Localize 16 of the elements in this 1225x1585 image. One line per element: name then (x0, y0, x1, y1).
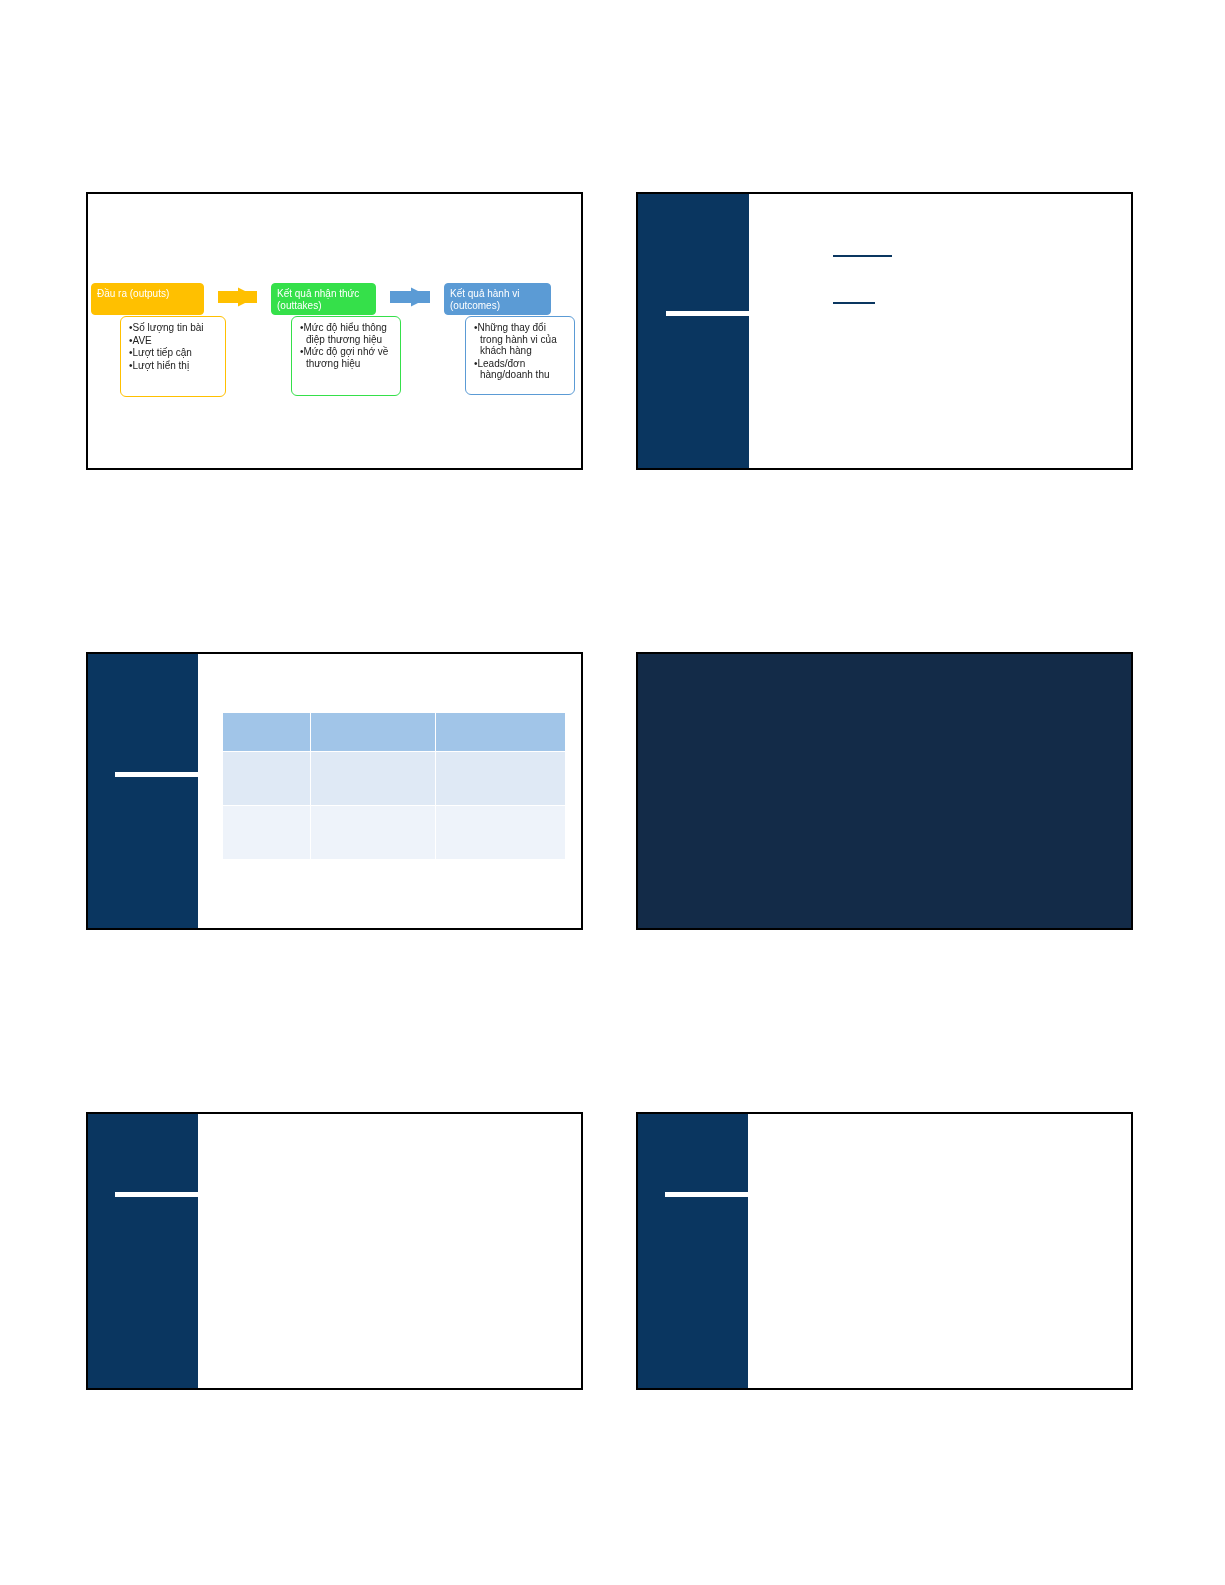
list-box (465, 316, 575, 395)
list-item: •Mức độ hiểu thông điệp thương hiệu (299, 322, 388, 345)
list-box (291, 316, 401, 396)
list-item: •Mức độ gợi nhớ về thương hiệu (299, 346, 390, 369)
list-item: •AVE (128, 334, 153, 346)
list-box (120, 316, 226, 397)
arrow (218, 287, 257, 307)
list-item: •Những thay đổi trong hành vi của khách hàng (473, 322, 558, 357)
list-item: •Leads/đơn hàng/doanh thu (473, 357, 551, 381)
arrow (390, 287, 430, 307)
header-box: Đầu ra (outputs) (91, 283, 204, 315)
header-box: Kết quả nhận thức (outtakes) (271, 283, 376, 315)
header-box: Kết quả hành vi (outcomes) (444, 283, 551, 315)
list-item: •Lượt hiển thị (128, 359, 191, 371)
list-item: •Số lượng tin bài (128, 322, 205, 334)
list-item: •Lượt tiếp cận (128, 347, 193, 359)
